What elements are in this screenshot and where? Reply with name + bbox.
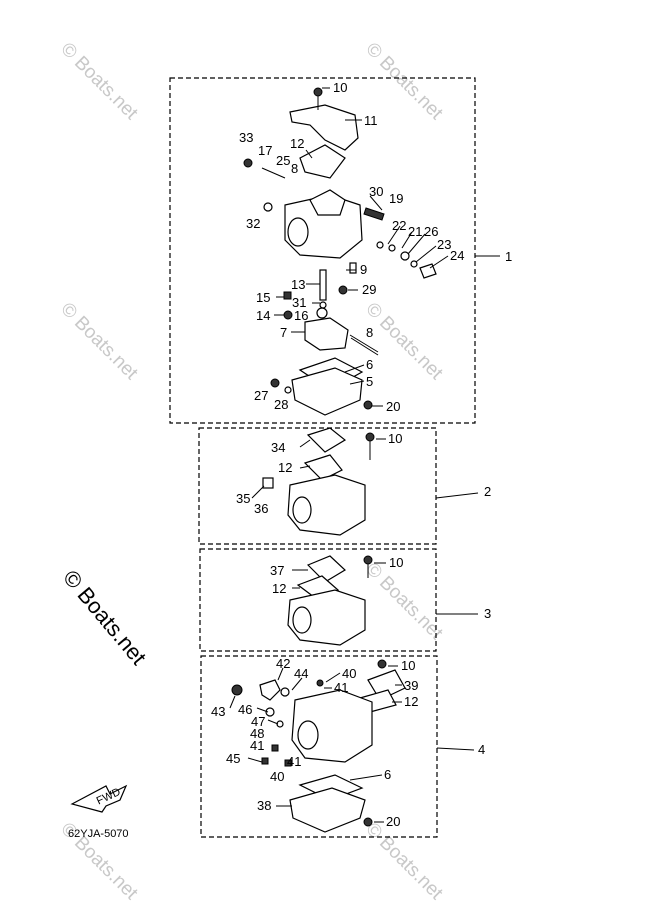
callout-label: 39 — [404, 678, 418, 693]
callout-label: 26 — [424, 224, 438, 239]
callout-label: 32 — [246, 216, 260, 231]
callout-label: 41 — [334, 680, 348, 695]
callout-label: 37 — [270, 563, 284, 578]
callout-label: 14 — [256, 308, 270, 323]
carburetor-body — [291, 689, 373, 763]
callout-label: 46 — [238, 702, 252, 717]
callout-label: 36 — [254, 501, 268, 516]
callout-label: 10 — [401, 658, 415, 673]
assembly-number: 4 — [478, 742, 485, 757]
watermark: © Boats.net — [361, 39, 447, 125]
callout-label: 10 — [388, 431, 402, 446]
watermark: © Boats.net — [56, 39, 142, 125]
assembly-box-2: 2 34 10 12 35 36 — [198, 427, 491, 545]
callout-label: 24 — [450, 248, 464, 263]
watermark: © Boats.net — [361, 819, 447, 905]
callout-label: 12 — [290, 136, 304, 151]
float-bowl — [291, 367, 363, 416]
callout-label: 34 — [271, 440, 285, 455]
diaphragm-part — [299, 144, 346, 179]
callout-label: 20 — [386, 399, 400, 414]
watermark-main: © Boats.net — [58, 565, 151, 669]
callout-label: 6 — [384, 767, 391, 782]
carburetor-body — [287, 474, 366, 536]
callout-label: 40 — [342, 666, 356, 681]
callout-label: 9 — [360, 262, 367, 277]
assembly-box-4: 4 42 44 40 10 — [200, 655, 485, 838]
carburetor-body — [284, 189, 363, 259]
watermark: © Boats.net — [361, 299, 447, 385]
float-bowl — [289, 787, 366, 833]
callout-label: 27 — [254, 388, 268, 403]
callout-label: 12 — [278, 460, 292, 475]
callout-label: 35 — [236, 491, 250, 506]
callout-label: 25 — [276, 153, 290, 168]
forward-direction-arrow: FWD — [70, 784, 128, 813]
callout-label: 28 — [274, 397, 288, 412]
assembly-box-3: 3 37 10 12 — [199, 548, 491, 652]
callout-label: 16 — [294, 308, 308, 323]
callout-label: 11 — [364, 113, 378, 128]
watermark: © Boats.net — [56, 299, 142, 385]
callout-label: 8 — [366, 325, 373, 340]
assembly-number: 1 — [505, 249, 512, 264]
callout-label: 22 — [392, 218, 406, 233]
callout-label: 44 — [294, 666, 308, 681]
callout-label: 29 — [362, 282, 376, 297]
callout-label: 41 — [250, 738, 264, 753]
carburetor-body — [287, 589, 366, 646]
diagram-code: 62YJA-5070 — [68, 828, 129, 840]
callout-label: 10 — [333, 80, 347, 95]
callout-label: 31 — [292, 295, 306, 310]
callout-label: 12 — [404, 694, 418, 709]
callout-label: 48 — [250, 726, 264, 741]
watermark: © Boats.net — [361, 559, 447, 645]
callout-label: 23 — [437, 237, 451, 252]
callout-label: 21 — [408, 224, 422, 239]
callout-label: 20 — [386, 814, 400, 829]
dashed-frame — [198, 427, 437, 545]
callout-label: 38 — [257, 798, 271, 813]
assembly-number: 3 — [484, 606, 491, 621]
assembly-box-1: 1 — [169, 77, 512, 424]
callout-label: 42 — [276, 656, 290, 671]
callout-label: 13 — [291, 277, 305, 292]
callout-label: 30 — [369, 184, 383, 199]
callout-label: 17 — [258, 143, 272, 158]
callout-label: 40 — [270, 769, 284, 784]
bracket-part — [289, 104, 359, 151]
callout-label: 12 — [272, 581, 286, 596]
assembly-number: 2 — [484, 484, 491, 499]
callout-label: 43 — [211, 704, 225, 719]
callout-label: 7 — [280, 325, 287, 340]
callout-label: 5 — [366, 374, 373, 389]
dashed-frame — [169, 77, 476, 424]
callout-label: 47 — [251, 714, 265, 729]
float-part — [304, 317, 349, 351]
callout-label: 45 — [226, 751, 240, 766]
dashed-frame — [199, 548, 437, 652]
callout-label: 15 — [256, 290, 270, 305]
callout-label: 10 — [389, 555, 403, 570]
callout-label: 6 — [366, 357, 373, 372]
callout-label: 19 — [389, 191, 403, 206]
callout-label: 33 — [239, 130, 253, 145]
callout-label: 8 — [291, 161, 298, 176]
callout-label: 41 — [287, 754, 301, 769]
